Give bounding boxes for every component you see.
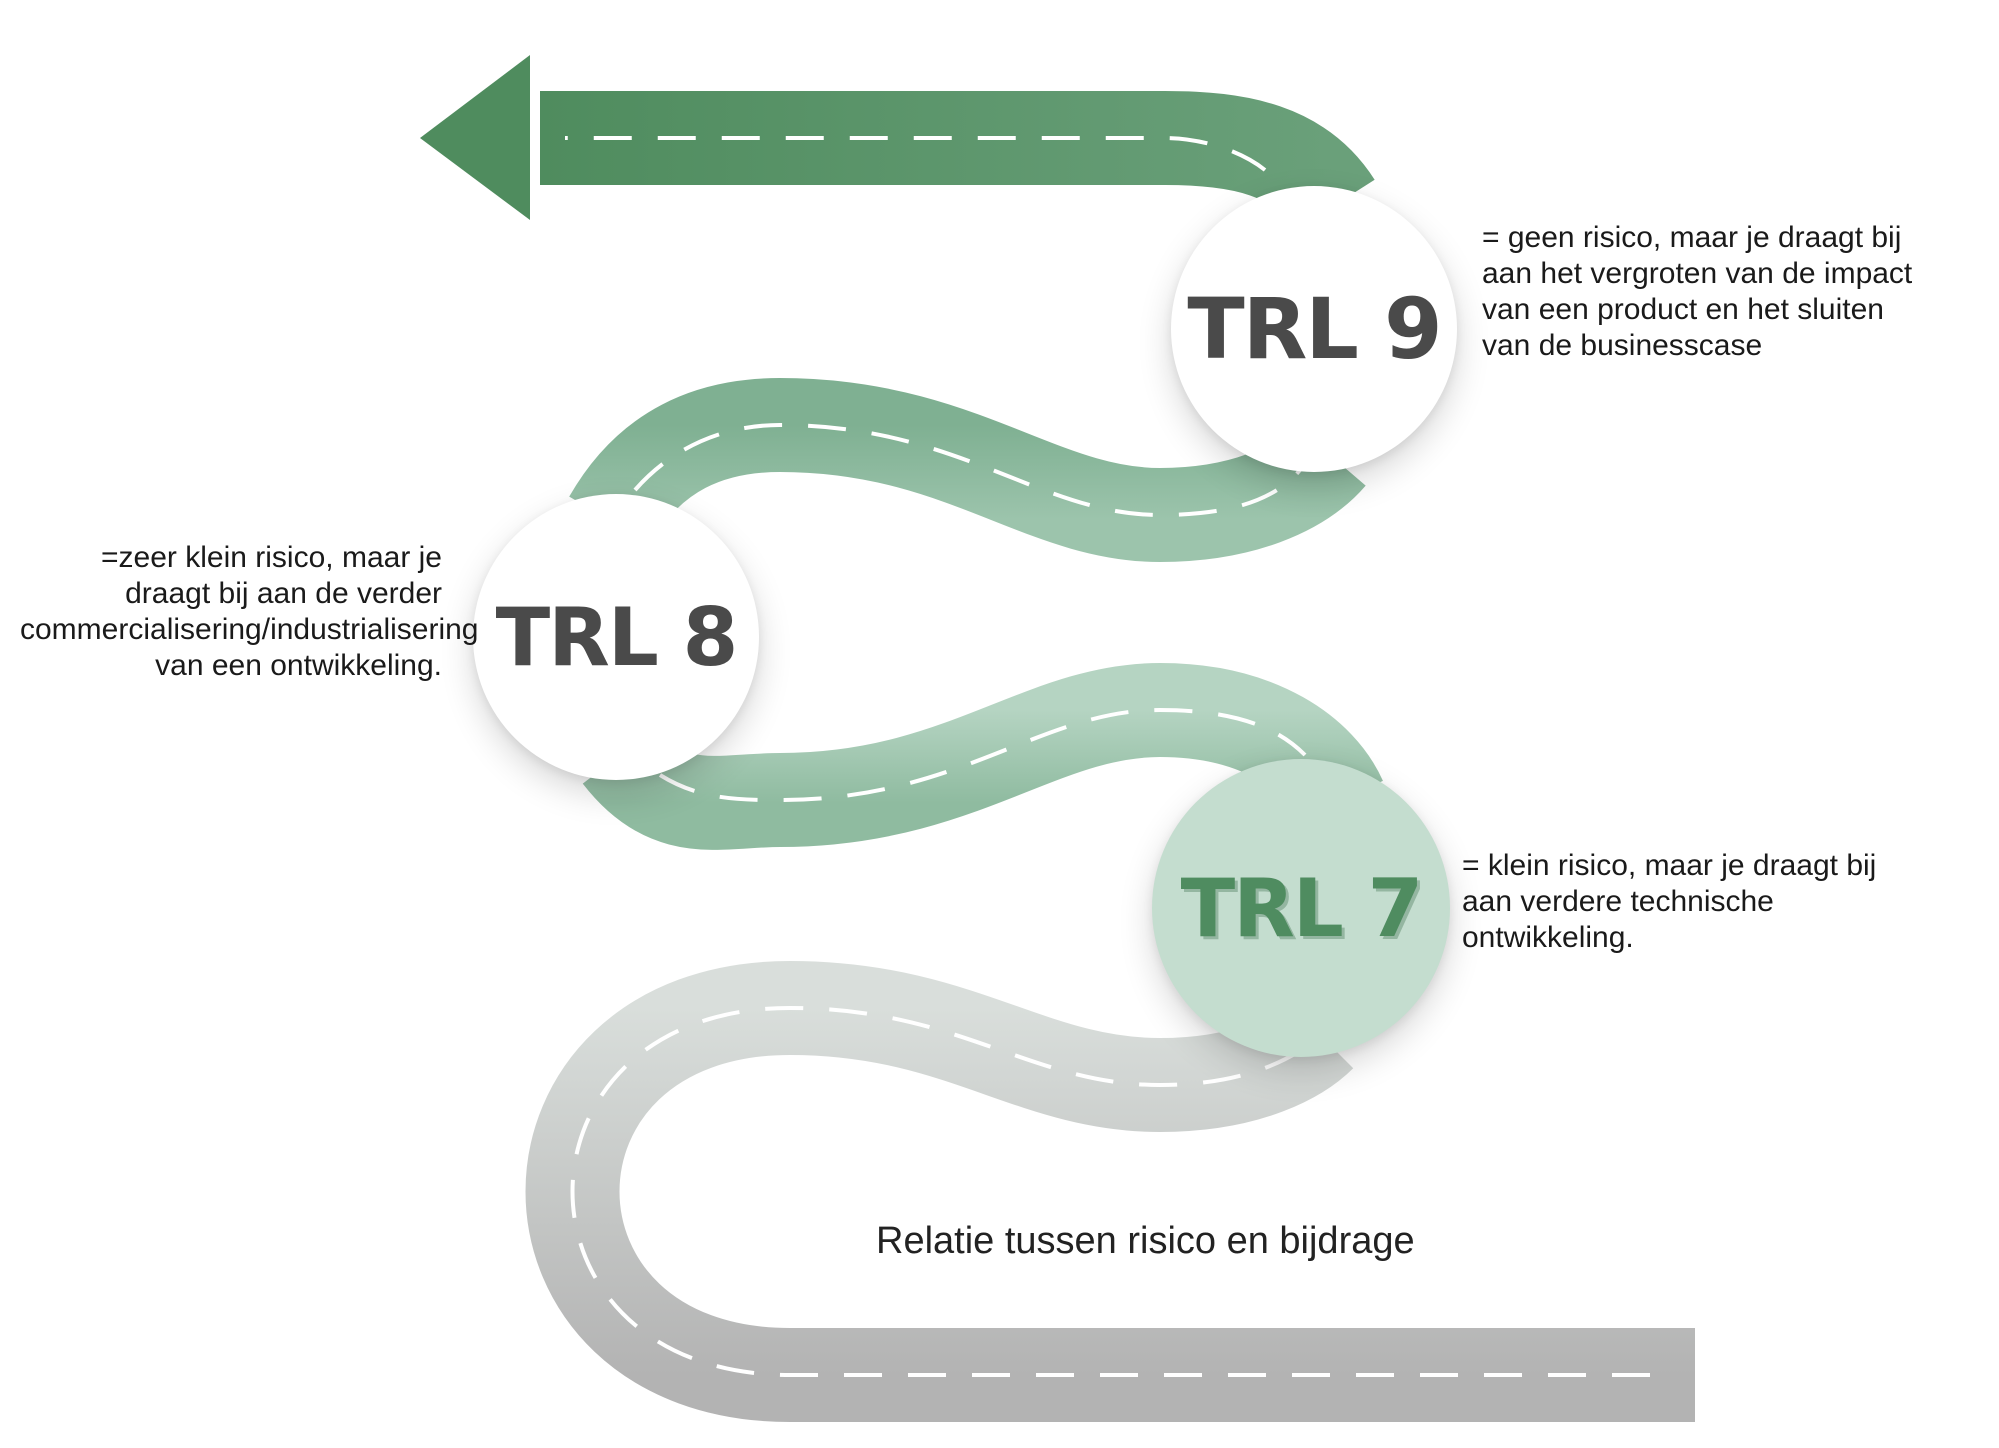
trl9-label: TRL 9	[1187, 280, 1442, 378]
trl8-label: TRL 8	[495, 590, 739, 684]
trl9-node: TRL 9	[1171, 186, 1457, 472]
road-segment-gray	[525, 960, 1695, 1422]
trl7-description: = klein risico, maar je draagt bij aan v…	[1462, 849, 1877, 954]
trl8-node: TRL 8	[473, 494, 759, 780]
trl7-label: TRL 7	[1180, 861, 1424, 955]
road-segment-mid-green	[569, 377, 1366, 563]
trl9-description: = geen risico, maar je draagt bij aan he…	[1482, 221, 1913, 362]
road-segment-light-green	[582, 662, 1383, 850]
arrow-head-icon	[420, 55, 530, 220]
trl7-node: TRL 7	[1152, 759, 1450, 1057]
road-segment-dark-green	[420, 55, 1375, 232]
diagram-caption: Relatie tussen risico en bijdrage	[876, 1220, 1415, 1262]
trl8-description: =zeer klein risico, maar je draagt bij a…	[20, 541, 479, 682]
